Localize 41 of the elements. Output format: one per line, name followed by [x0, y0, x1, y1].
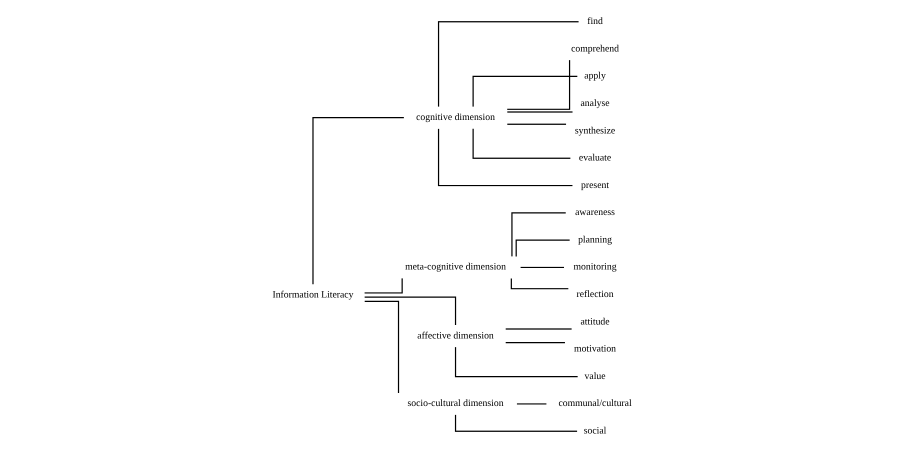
connector — [312, 117, 404, 284]
node-text: present — [581, 180, 610, 191]
connector — [438, 21, 579, 107]
connector — [506, 328, 572, 330]
node-text: evaluate — [578, 152, 612, 164]
connector — [438, 128, 572, 186]
node-text: value — [584, 370, 606, 382]
connector — [516, 240, 570, 256]
node-text: meta-cognitive dimension — [405, 262, 506, 273]
connector — [520, 266, 564, 268]
node-text: communal/cultural — [558, 398, 632, 410]
node-text: apply — [584, 70, 606, 82]
node-text: affective dimension — [417, 330, 494, 342]
node-text: monitoring — [574, 262, 617, 273]
node-text: comprehend — [571, 43, 619, 54]
node-text: awareness — [575, 207, 615, 218]
node-text: find — [587, 16, 603, 28]
connector — [510, 278, 568, 290]
connector — [511, 212, 566, 256]
node-text: attitude — [580, 316, 610, 328]
connector — [507, 60, 570, 110]
node-text: Information Literacy — [272, 290, 354, 301]
node-text: analyse — [580, 98, 610, 109]
connector — [454, 347, 578, 378]
connector — [364, 296, 456, 325]
node-text: synthesize — [574, 125, 616, 136]
connector — [506, 342, 565, 344]
node-text: social — [584, 426, 606, 437]
connector — [507, 111, 573, 113]
node-text: planning — [578, 234, 612, 246]
connector — [364, 300, 400, 393]
node-text: socio-cultural dimension — [408, 398, 504, 410]
connector — [507, 124, 566, 125]
node-text: motivation — [574, 344, 616, 355]
node-text: cognitive dimension — [416, 112, 495, 123]
connector — [364, 278, 403, 294]
connector — [472, 76, 578, 107]
connector — [516, 403, 546, 405]
connector — [454, 414, 578, 432]
node-text: reflection — [576, 289, 614, 300]
connector — [472, 128, 570, 159]
